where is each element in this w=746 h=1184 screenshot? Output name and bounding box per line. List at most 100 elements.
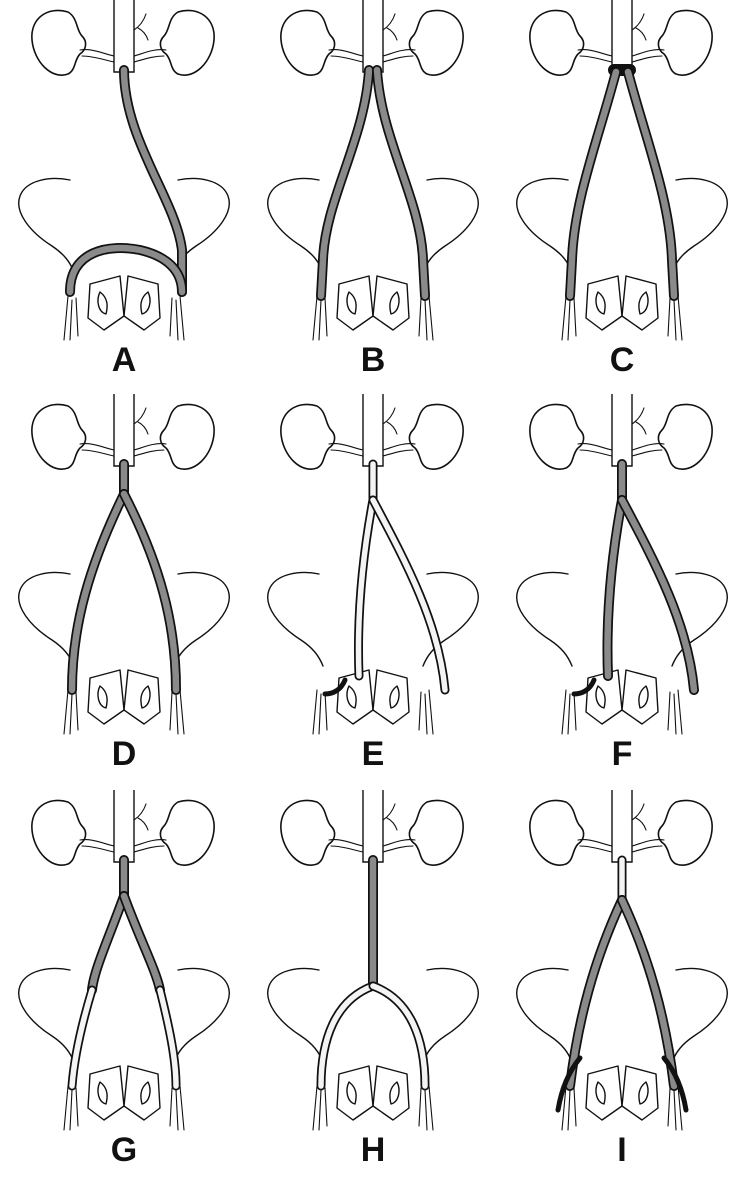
aorta <box>114 394 134 466</box>
right-renal-vessel-2 <box>134 450 164 456</box>
occlusion-mark <box>325 680 345 694</box>
celiac-branch <box>632 408 644 424</box>
pelvis-left-wing <box>268 573 323 666</box>
left-limb-graft-lumen <box>72 494 124 690</box>
celiac-branch <box>632 804 644 820</box>
right-renal-vessel <box>134 50 166 56</box>
mesenteric-branch <box>636 28 646 40</box>
left-renal-vessel-2 <box>331 846 363 852</box>
anatomy-drawing-i <box>498 790 746 1140</box>
left-foramen <box>596 1082 605 1104</box>
right-pubic-block <box>124 276 160 330</box>
left-femoral-vessels <box>313 690 327 734</box>
left-femoral-vessels <box>562 296 576 340</box>
right-pubic-block <box>622 1066 658 1120</box>
left-renal-vessel-2 <box>331 56 363 62</box>
pelvis-left-wing <box>517 179 572 272</box>
left-pubic-block <box>337 1066 373 1120</box>
mesenteric-branch <box>636 818 646 830</box>
pelvis-left-wing <box>268 969 323 1062</box>
celiac-branch <box>383 408 395 424</box>
panel-e: E <box>249 394 497 788</box>
panel-label-g: G <box>0 1130 248 1170</box>
left-limb-graft-outline <box>72 494 124 690</box>
left-renal-vessel <box>578 840 612 846</box>
left-kidney <box>32 10 86 75</box>
right-kidney <box>160 800 214 865</box>
anatomy-drawing-a <box>0 0 248 350</box>
panel-b: B <box>249 0 497 394</box>
left-pubic-block <box>337 670 373 724</box>
left-renal-vessel <box>80 50 114 56</box>
left-renal-vessel <box>80 840 114 846</box>
right-femoral-vessels <box>170 690 184 734</box>
right-pubic-block <box>622 276 658 330</box>
anatomy-drawing-b <box>249 0 497 350</box>
left-femoral-vessels <box>64 1086 78 1130</box>
right-pubic-block <box>373 276 409 330</box>
left-renal-vessel-2 <box>82 846 114 852</box>
right-renal-vessel <box>134 444 166 450</box>
left-kidney <box>530 404 584 469</box>
pelvis-right-wing <box>672 969 727 1062</box>
left-pubic-block <box>88 1066 124 1120</box>
panel-label-e: E <box>249 734 497 774</box>
aorta <box>114 790 134 862</box>
pelvis-right-wing <box>174 573 229 666</box>
right-femoral-vessels <box>419 1086 433 1130</box>
right-foramen <box>639 1082 648 1104</box>
aorta <box>363 394 383 466</box>
left-renal-vessel <box>80 444 114 450</box>
right-pubic-block <box>373 1066 409 1120</box>
left-kidney <box>281 404 335 469</box>
left-renal-vessel-2 <box>82 450 114 456</box>
right-renal-vessel-2 <box>632 450 662 456</box>
right-kidney <box>409 800 463 865</box>
right-foramen <box>390 292 399 314</box>
pelvis-left-wing <box>19 969 74 1062</box>
left-renal-vessel-2 <box>580 450 612 456</box>
left-pubic-block <box>88 670 124 724</box>
celiac-branch <box>632 14 644 30</box>
celiac-branch <box>383 804 395 820</box>
right-femoral-vessels <box>668 690 682 734</box>
mesenteric-branch <box>636 422 646 434</box>
left-foramen <box>596 686 605 708</box>
pelvis-right-wing <box>423 179 478 272</box>
left-renal-vessel-2 <box>331 450 363 456</box>
left-renal-vessel <box>578 444 612 450</box>
right-pubic-block <box>373 670 409 724</box>
right-renal-vessel <box>383 840 415 846</box>
pelvis-right-wing <box>174 969 229 1062</box>
aorta <box>363 790 383 862</box>
celiac-branch <box>134 14 146 30</box>
right-renal-vessel <box>383 444 415 450</box>
right-renal-vessel <box>632 444 664 450</box>
anatomy-drawing-d <box>0 394 248 744</box>
panel-label-f: F <box>498 734 746 774</box>
aorta <box>114 0 134 72</box>
right-pubic-block <box>124 1066 160 1120</box>
right-femoral-vessels <box>668 296 682 340</box>
mesenteric-branch <box>138 818 148 830</box>
left-renal-vessel <box>329 444 363 450</box>
right-foramen <box>141 1082 150 1104</box>
panel-d: D <box>0 394 248 788</box>
left-pubic-block <box>586 1066 622 1120</box>
celiac-branch <box>134 804 146 820</box>
left-foramen <box>98 1082 107 1104</box>
panel-g: G <box>0 790 248 1184</box>
right-renal-vessel-2 <box>383 846 413 852</box>
right-limb-graft-outline <box>622 500 694 690</box>
panel-label-b: B <box>249 340 497 380</box>
right-femoral-vessels <box>170 296 184 340</box>
panel-i: I <box>498 790 746 1184</box>
panel-f: F <box>498 394 746 788</box>
right-renal-vessel <box>134 840 166 846</box>
pelvis-left-wing <box>517 573 572 666</box>
anatomy-drawing-c <box>498 0 746 350</box>
right-pubic-block <box>124 670 160 724</box>
occlusion-mark <box>574 680 594 694</box>
mesenteric-branch <box>387 28 397 40</box>
